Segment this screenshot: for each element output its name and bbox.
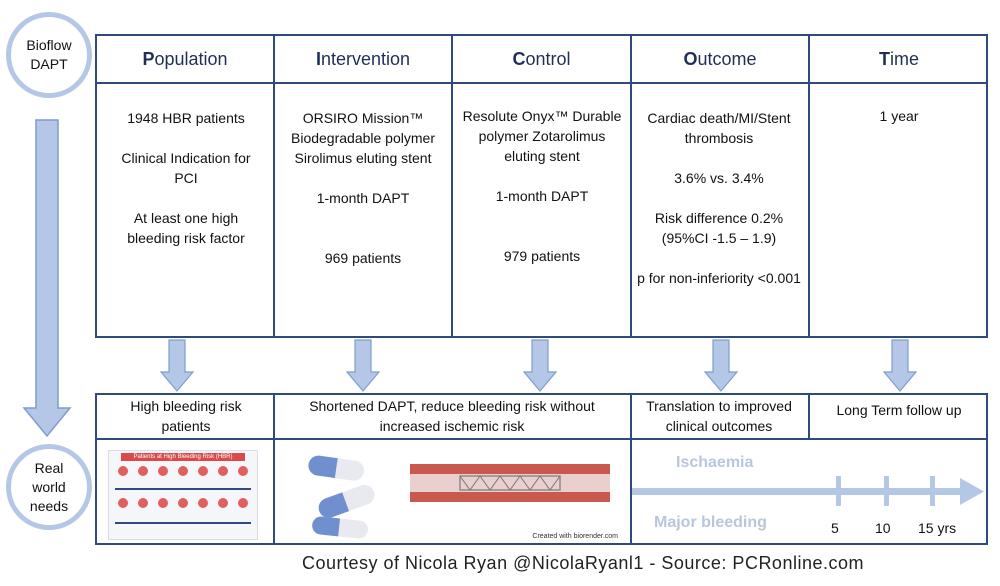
- needs-line2: world: [32, 478, 66, 495]
- arrow-population: [159, 339, 195, 392]
- major-bleeding-label: Major bleeding: [654, 514, 767, 531]
- hbr-icons: [115, 466, 251, 524]
- hbr-infographic-title: Patients at High Bleeding Risk (HBR): [121, 453, 245, 461]
- source-footer: Courtesy of Nicola Ryan @NicolaRyanl1 - …: [302, 553, 864, 573]
- trial-name-line1: Bioflow: [26, 37, 72, 53]
- arrow-time: [882, 339, 918, 392]
- hbr-infographic: Patients at High Bleeding Risk (HBR): [108, 450, 258, 540]
- needs-line1: Real: [34, 459, 64, 476]
- needs-table: [95, 393, 988, 545]
- need-long-term-followup: Long Term follow up: [836, 402, 962, 418]
- intervention-cell: ORSIRO Mission™ Biodegradable polymer Si…: [291, 110, 435, 266]
- real-world-needs-circle: Real world needs: [6, 444, 92, 530]
- timeline-tick-15: 15 yrs: [918, 520, 957, 536]
- time-cell: 1 year: [879, 108, 919, 124]
- need-hbr-patients: High bleeding risk patients: [130, 398, 242, 434]
- picot-table: [95, 34, 988, 338]
- timeline-tick-5: 5: [831, 520, 839, 536]
- control-cell: Resolute Onyx™ Durable polymer Zotarolim…: [462, 108, 622, 264]
- needs-line3: needs: [29, 497, 69, 514]
- arrow-control: [522, 339, 558, 392]
- timeline-tick-10: 10: [875, 520, 891, 536]
- pills-and-stent: [308, 455, 610, 539]
- pills-stent-image: Created with biorender.com: [290, 448, 620, 540]
- biorender-credit: Created with biorender.com: [532, 533, 618, 540]
- need-clinical-outcomes: Translation to improved clinical outcome…: [646, 398, 792, 434]
- left-down-arrow: [22, 119, 72, 438]
- ischaemia-label: Ischaemia: [676, 454, 754, 471]
- outcomes-arrow: [632, 476, 984, 506]
- need-shortened-dapt: Shortened DAPT, reduce bleeding risk wit…: [309, 398, 595, 434]
- arrow-intervention: [345, 339, 381, 392]
- arrow-outcome: [703, 339, 739, 392]
- trial-name-line2: DAPT: [30, 56, 68, 72]
